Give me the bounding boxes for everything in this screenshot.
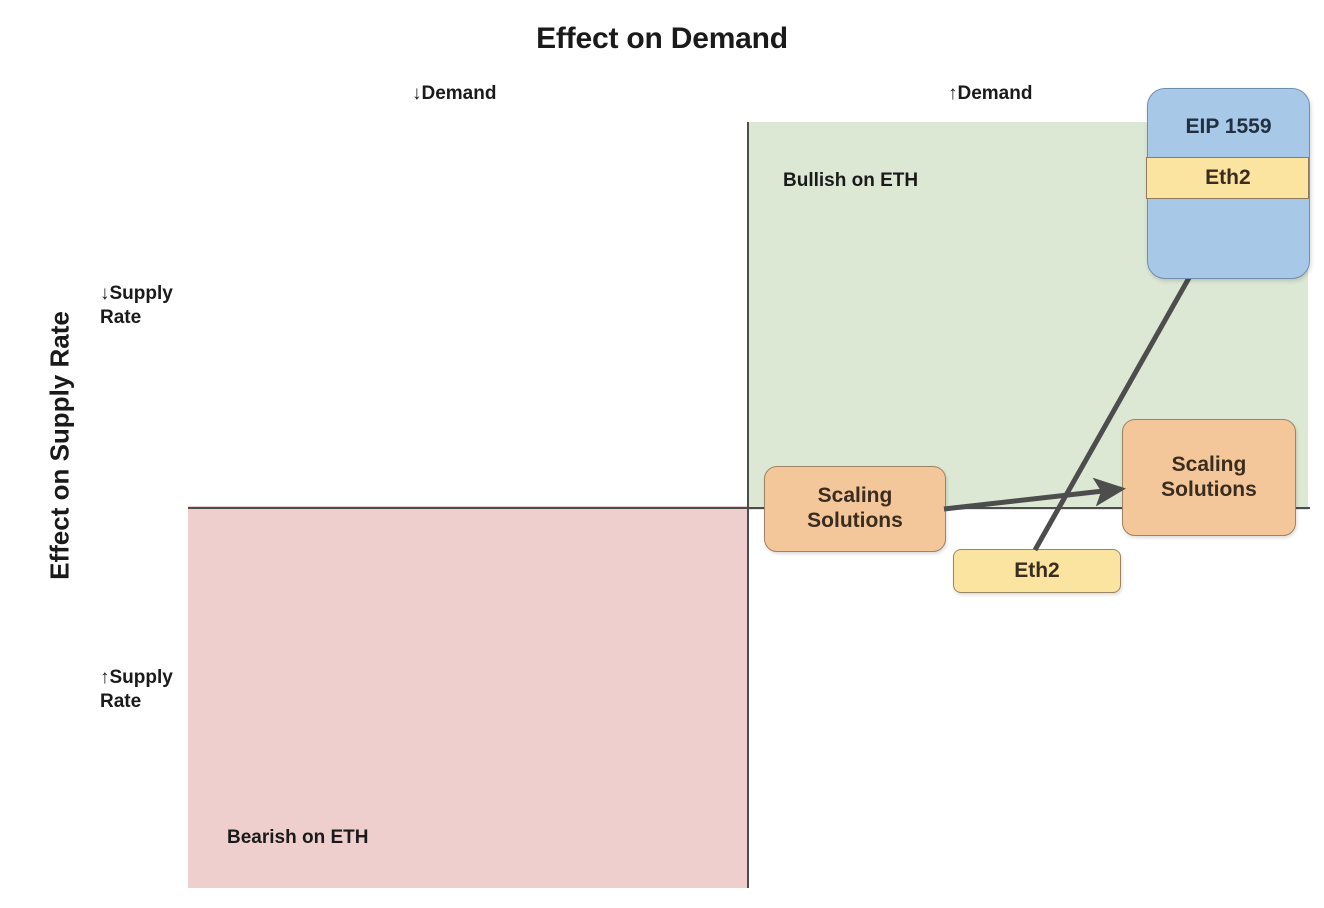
chart-title: Effect on Demand xyxy=(536,22,788,55)
tick-label-supply-down: ↓Supply Rate xyxy=(100,283,173,329)
y-axis-title: Effect on Supply Rate xyxy=(44,311,75,580)
quadrant-label-bullish: Bullish on ETH xyxy=(783,170,919,191)
y-axis-line xyxy=(747,122,749,888)
node-eth2-future[interactable]: Eth2 xyxy=(1146,157,1310,199)
node-eth2-current[interactable]: Eth2 xyxy=(953,549,1121,593)
node-scaling-solutions-current[interactable]: Scaling Solutions xyxy=(764,466,946,552)
node-scaling-solutions-future[interactable]: Scaling Solutions xyxy=(1122,419,1296,536)
tick-label-demand-down: ↓Demand xyxy=(412,83,497,104)
node-eip1559-label: EIP 1559 xyxy=(1185,115,1272,138)
quadrant-bearish-fill xyxy=(188,506,748,888)
x-axis-line xyxy=(188,507,1310,509)
tick-label-demand-up: ↑Demand xyxy=(948,83,1033,104)
quadrant-label-bearish: Bearish on ETH xyxy=(227,827,369,848)
node-eip1559[interactable]: EIP 1559 Eth2 xyxy=(1146,88,1310,279)
tick-label-supply-up: ↑Supply Rate xyxy=(100,667,173,713)
